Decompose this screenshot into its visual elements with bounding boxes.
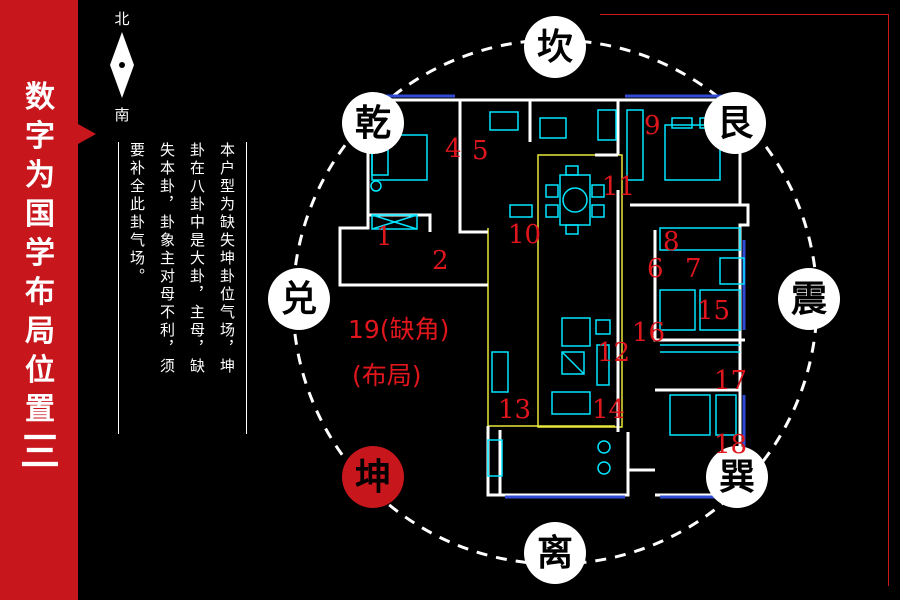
missing-corner-label: 19(缺角) xyxy=(348,315,450,344)
compass: 北 南 xyxy=(100,8,144,126)
fixtures xyxy=(370,109,745,477)
room-16: 16 xyxy=(632,318,666,348)
room-9: 9 xyxy=(644,111,661,141)
bagua-xun: 巽 xyxy=(706,446,768,508)
room-11: 11 xyxy=(602,172,636,202)
sidebar-notch xyxy=(78,124,96,144)
room-6: 6 xyxy=(647,254,664,284)
room-10: 10 xyxy=(508,220,542,250)
room-14: 14 xyxy=(592,395,626,425)
bagua-kun: 坤 xyxy=(342,446,404,508)
compass-north: 北 xyxy=(114,10,130,28)
room-1: 1 xyxy=(376,222,393,252)
sidebar-title: 数字为国学布局位置 xyxy=(25,80,55,427)
room-7: 7 xyxy=(685,254,702,284)
living-room-boundary xyxy=(537,154,623,428)
room-17: 17 xyxy=(714,366,748,396)
desc-line-4: 要补全此卦气场。 xyxy=(128,142,146,286)
bagua-kan: 坎 xyxy=(524,16,586,78)
frame-line-right xyxy=(888,14,889,586)
frame-line-top xyxy=(600,14,888,15)
bagua-qian: 乾 xyxy=(342,92,404,154)
room-18: 18 xyxy=(714,430,748,460)
desc-line-3: 失本卦，卦象主对母不利，须 xyxy=(158,142,176,376)
bagua-dui: 兑 xyxy=(268,268,330,330)
sidebar-roman: 三 xyxy=(20,429,60,475)
desc-line-2: 卦在八卦中是大卦，主母，缺 xyxy=(188,142,206,376)
rule-right xyxy=(246,142,247,434)
room-15: 15 xyxy=(697,296,731,326)
room-5: 5 xyxy=(472,136,489,166)
sidebar: 数字为国学布局位置 三 xyxy=(0,0,78,600)
bagua-li: 离 xyxy=(524,522,586,584)
rule-left xyxy=(118,142,119,434)
windows xyxy=(370,94,746,499)
room-8: 8 xyxy=(663,227,680,257)
missing-corner-sublabel: (布局) xyxy=(352,361,422,390)
desc-line-1: 本户型为缺失坤卦位气场，坤 xyxy=(218,142,236,376)
compass-needle-icon xyxy=(110,32,134,98)
bagua-gen: 艮 xyxy=(704,92,766,154)
room-12: 12 xyxy=(597,338,631,368)
compass-south: 南 xyxy=(114,106,130,124)
room-2: 2 xyxy=(432,246,449,276)
bagua-zhen: 震 xyxy=(778,268,840,330)
room-13: 13 xyxy=(498,395,532,425)
room-4: 4 xyxy=(445,134,462,164)
